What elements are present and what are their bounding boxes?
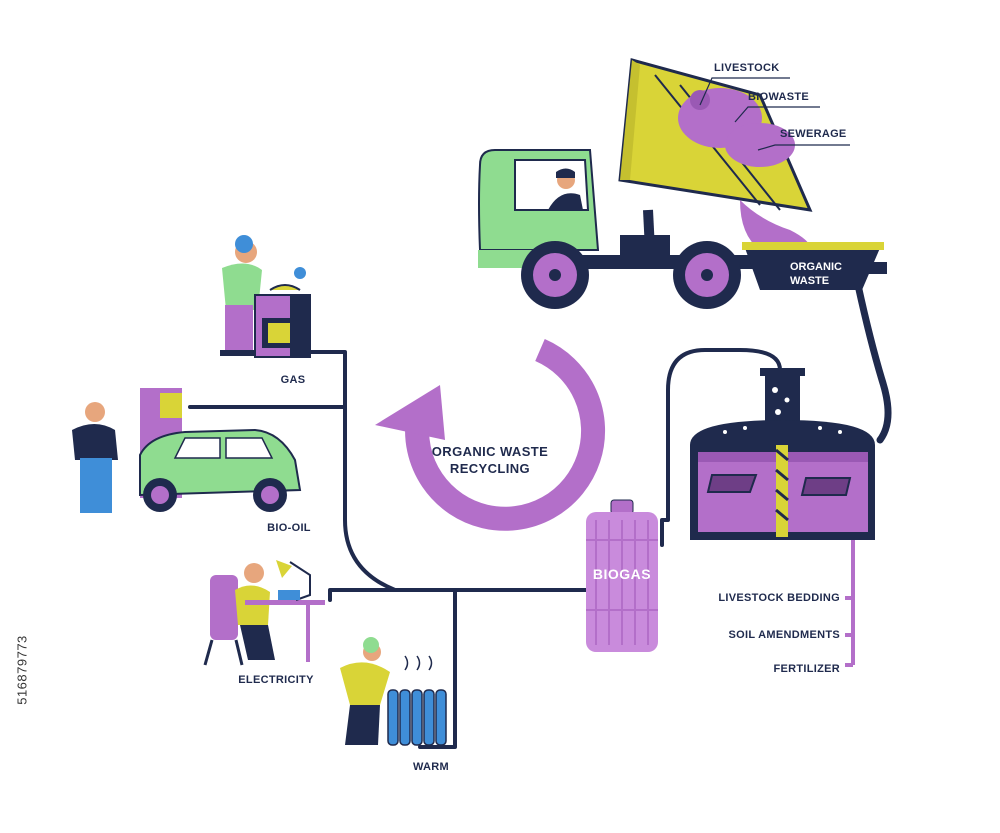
digestate-pipe bbox=[845, 540, 855, 667]
gas-cooking-scene bbox=[220, 235, 311, 358]
biogas-tank-label: BIOGAS bbox=[592, 566, 652, 582]
output-label-livestock-bedding: LIVESTOCK BEDDING bbox=[718, 592, 840, 604]
input-label-biowaste: BIOWASTE bbox=[748, 91, 810, 103]
warm-radiator-scene bbox=[340, 637, 447, 746]
diagram-center-title: ORGANIC WASTE RECYCLING bbox=[431, 444, 549, 476]
organic-waste-hopper bbox=[742, 242, 887, 290]
input-label-sewerage: SEWERAGE bbox=[780, 128, 847, 140]
dump-truck bbox=[478, 58, 815, 309]
biogas-digester bbox=[690, 368, 875, 540]
pipe-network bbox=[188, 348, 782, 749]
output-label-soil-amendments: SOIL AMENDMENTS bbox=[728, 629, 840, 641]
use-label-electricity: ELECTRICITY bbox=[238, 674, 314, 686]
recycle-arrow-icon bbox=[375, 338, 606, 531]
bio-oil-car-scene bbox=[72, 388, 302, 513]
stock-image-id-text: 516879773 bbox=[14, 635, 30, 705]
stock-image-id: 516879773 bbox=[13, 600, 31, 740]
hopper-chute bbox=[854, 281, 892, 444]
use-label-gas: GAS bbox=[280, 374, 306, 386]
input-label-livestock: LIVESTOCK bbox=[714, 62, 780, 74]
output-label-fertilizer: FERTILIZER bbox=[773, 663, 840, 675]
use-label-warm: WARM bbox=[412, 761, 450, 773]
biogas-tank bbox=[586, 499, 658, 652]
waste-callouts bbox=[699, 77, 850, 151]
use-label-bio-oil: BIO-OIL bbox=[267, 522, 311, 534]
electricity-desk-scene bbox=[203, 560, 325, 666]
organic-waste-hopper-label: ORGANIC WASTE bbox=[790, 261, 842, 287]
